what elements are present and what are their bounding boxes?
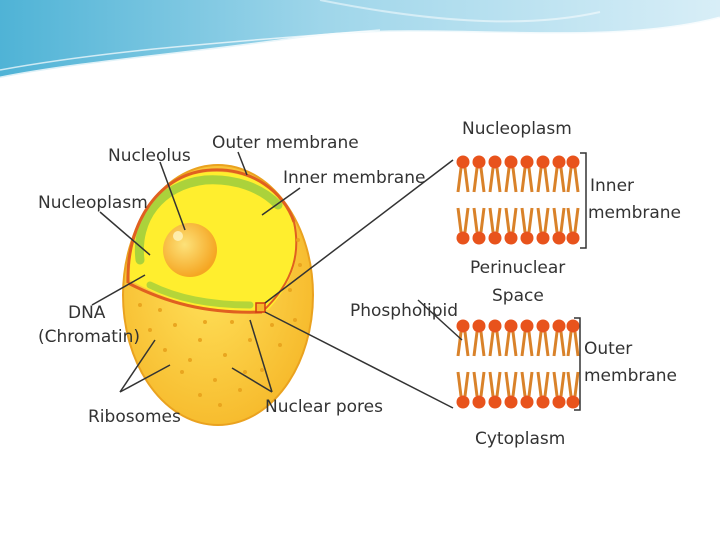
phospholipid-molecule bbox=[536, 371, 550, 409]
phospholipid-molecule bbox=[504, 319, 518, 357]
phospholipid-molecule bbox=[488, 207, 502, 245]
phospholipid-molecule bbox=[520, 207, 534, 245]
label-space: Space bbox=[492, 286, 544, 306]
label-inner-membrane-right-2: membrane bbox=[588, 203, 681, 223]
phospholipid-molecule bbox=[472, 207, 486, 245]
label-outer-membrane-right-1: Outer bbox=[584, 339, 632, 359]
leader-lines bbox=[91, 151, 301, 393]
label-cytoplasm: Cytoplasm bbox=[475, 429, 565, 449]
phospholipid-molecule bbox=[552, 371, 566, 409]
cell-nucleus-icon bbox=[122, 164, 314, 426]
label-chromatin: (Chromatin) bbox=[38, 327, 140, 347]
phospholipid-molecule bbox=[504, 207, 518, 245]
phospholipid-molecule bbox=[552, 207, 566, 245]
phospholipid-molecule bbox=[520, 371, 534, 409]
phospholipid-molecule bbox=[566, 371, 580, 409]
label-nucleolus: Nucleolus bbox=[108, 146, 191, 166]
phospholipid-molecule bbox=[488, 371, 502, 409]
phospholipid-bilayer-icon bbox=[456, 155, 580, 409]
label-inner-membrane-right-1: Inner bbox=[590, 176, 634, 196]
label-dna: DNA bbox=[68, 303, 106, 323]
label-nuclear-pores: Nuclear pores bbox=[265, 397, 383, 417]
phospholipid-molecule bbox=[488, 155, 502, 193]
phospholipid-molecule bbox=[456, 371, 470, 409]
phospholipid-molecule bbox=[566, 155, 580, 193]
phospholipid-molecule bbox=[536, 207, 550, 245]
phospholipid-molecule bbox=[472, 371, 486, 409]
phospholipid-molecule bbox=[456, 319, 470, 357]
label-outer-membrane: Outer membrane bbox=[212, 133, 359, 153]
bilayer-brackets bbox=[574, 152, 587, 411]
phospholipid-molecule bbox=[456, 155, 470, 193]
label-nucleoplasm-right: Nucleoplasm bbox=[462, 119, 572, 139]
label-outer-membrane-right-2: membrane bbox=[584, 366, 677, 386]
phospholipid-molecule bbox=[536, 155, 550, 193]
phospholipid-molecule bbox=[520, 155, 534, 193]
phospholipid-molecule bbox=[456, 207, 470, 245]
label-inner-membrane: Inner membrane bbox=[283, 168, 425, 188]
label-perinuclear: Perinuclear bbox=[470, 258, 565, 278]
phospholipid-molecule bbox=[566, 319, 580, 357]
label-nucleoplasm-left: Nucleoplasm bbox=[38, 193, 148, 213]
label-ribosomes: Ribosomes bbox=[88, 407, 181, 427]
phospholipid-molecule bbox=[566, 207, 580, 245]
phospholipid-molecule bbox=[472, 155, 486, 193]
label-phospholipid: Phospholipid bbox=[350, 301, 458, 321]
phospholipid-molecule bbox=[552, 155, 566, 193]
phospholipid-molecule bbox=[552, 319, 566, 357]
phospholipid-molecule bbox=[520, 319, 534, 357]
phospholipid-molecule bbox=[504, 371, 518, 409]
phospholipid-molecule bbox=[536, 319, 550, 357]
phospholipid-molecule bbox=[472, 319, 486, 357]
phospholipid-molecule bbox=[504, 155, 518, 193]
phospholipid-molecule bbox=[488, 319, 502, 357]
header-wave-decoration bbox=[0, 0, 720, 80]
zoom-connector-lines bbox=[264, 159, 454, 409]
phospholipid-leader bbox=[417, 299, 463, 341]
